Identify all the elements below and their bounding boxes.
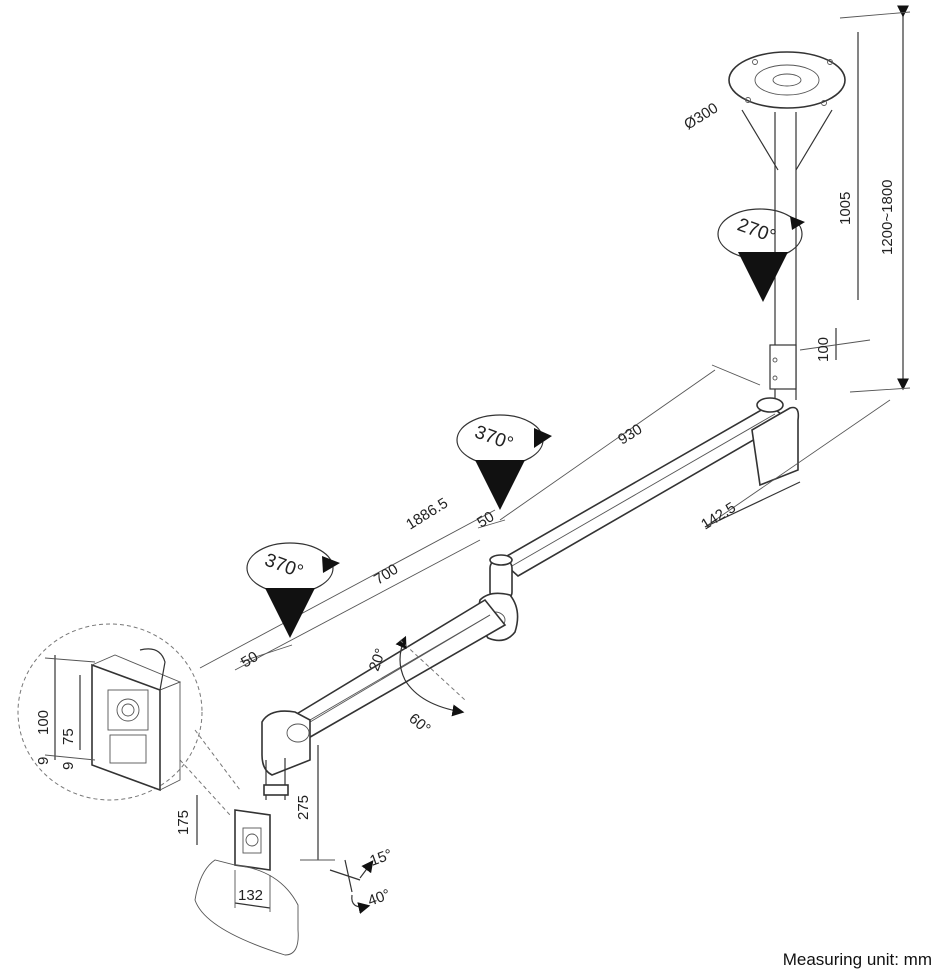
label-angle-tilt: 15° — [368, 846, 395, 870]
label-angle-swivel: 40° — [366, 886, 393, 910]
detail-bubble — [17, 623, 241, 816]
ceiling-flange — [728, 51, 846, 171]
label-plate-width: 132 — [238, 887, 263, 904]
label-angle-up: 20° — [366, 646, 390, 673]
label-rotation-end: 370° — [262, 550, 306, 583]
label-total-length: 1886.5 — [403, 495, 451, 534]
label-vesa-9b: 9 — [60, 762, 77, 770]
unit-note: Measuring unit: mm — [782, 950, 932, 969]
lower-arm — [288, 598, 507, 742]
rotation-end — [246, 542, 340, 638]
end-joint — [261, 710, 311, 800]
label-offset-mid: 50 — [474, 508, 497, 531]
label-drop-height: 275 — [295, 795, 312, 820]
label-upper-arm: 930 — [615, 421, 645, 449]
label-angle-down: 60° — [405, 710, 433, 738]
dimension-lines — [44, 5, 911, 912]
label-vesa-75: 75 — [60, 728, 77, 745]
vesa-plate — [194, 809, 299, 956]
label-flange-diameter: Ø300 — [681, 100, 721, 134]
label-rotation-mid: 370° — [472, 422, 516, 455]
label-total-height: 1200~1800 — [879, 180, 896, 256]
label-vesa-100: 100 — [35, 710, 52, 735]
ceiling-pole — [769, 112, 797, 405]
label-vesa-9a: 9 — [35, 757, 52, 765]
label-offset-end: 50 — [238, 648, 261, 671]
label-pole-length: 1005 — [837, 192, 854, 225]
label-clamp-depth: 142.5 — [698, 499, 739, 533]
rotation-mid — [456, 414, 552, 510]
label-plate-height: 175 — [175, 810, 192, 835]
upper-arm — [498, 397, 800, 577]
label-pole-offset: 100 — [815, 337, 832, 362]
rotation-pole — [717, 208, 805, 302]
angle-arcs — [329, 635, 466, 914]
label-rotation-pole: 270° — [734, 215, 778, 248]
